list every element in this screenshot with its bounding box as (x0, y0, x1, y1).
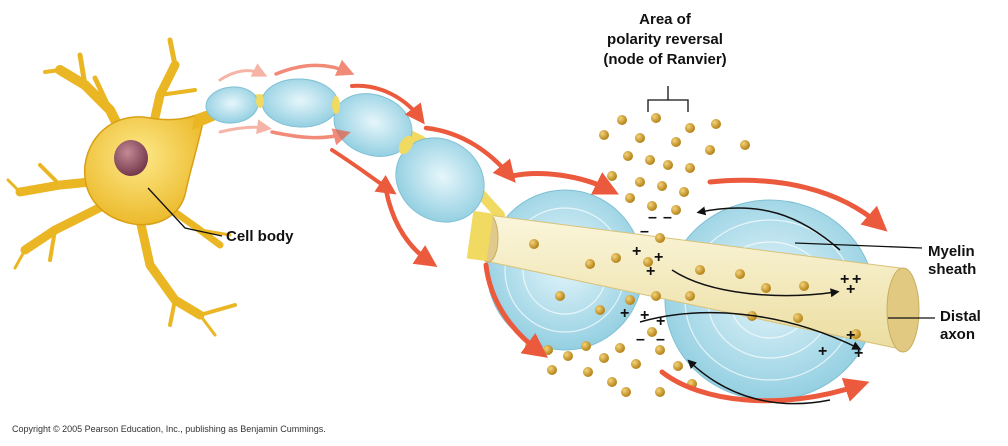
copyright-notice: Copyright © 2005 Pearson Education, Inc.… (12, 424, 326, 434)
svg-text:+: + (852, 271, 861, 288)
label-myelin-line2: sheath (928, 261, 977, 278)
label-area-line2: polarity reversal (607, 31, 723, 48)
svg-text:+: + (846, 327, 855, 344)
impulse-arrows (218, 59, 888, 404)
label-cell-body: Cell body (226, 228, 294, 245)
leader-lines (147, 86, 935, 319)
svg-text:+: + (640, 307, 649, 324)
charges: –– – ++ + +++ –– +++ +++ (620, 209, 863, 362)
svg-text:–: – (648, 209, 657, 226)
svg-text:–: – (656, 331, 665, 348)
svg-text:+: + (620, 305, 629, 322)
myelin-segments (205, 78, 485, 223)
node-bands (256, 94, 414, 155)
svg-text:+: + (854, 345, 863, 362)
label-distal-axon: Distal axon (940, 308, 981, 344)
label-distal-line2: axon (940, 326, 976, 343)
label-myelin-line1: Myelin (928, 243, 975, 260)
svg-text:+: + (818, 343, 827, 360)
svg-text:–: – (640, 223, 649, 240)
svg-text:+: + (846, 281, 855, 298)
label-area-line3: (node of Ranvier) (603, 51, 727, 68)
svg-text:–: – (663, 209, 672, 226)
svg-text:+: + (632, 243, 641, 260)
cell-body (6, 37, 237, 337)
svg-text:+: + (840, 271, 849, 288)
label-area-line1: Area of (639, 11, 691, 28)
label-distal-line1: Distal (940, 308, 981, 325)
local-current-arrows (639, 206, 862, 405)
label-myelin-sheath: Myelin sheath (928, 243, 976, 279)
svg-text:+: + (646, 263, 655, 280)
svg-text:+: + (656, 313, 665, 330)
svg-text:+: + (654, 249, 663, 266)
nucleus (114, 140, 148, 176)
label-area-of-polarity-reversal: Area of polarity reversal (node of Ranvi… (570, 10, 760, 70)
svg-text:–: – (636, 331, 645, 348)
